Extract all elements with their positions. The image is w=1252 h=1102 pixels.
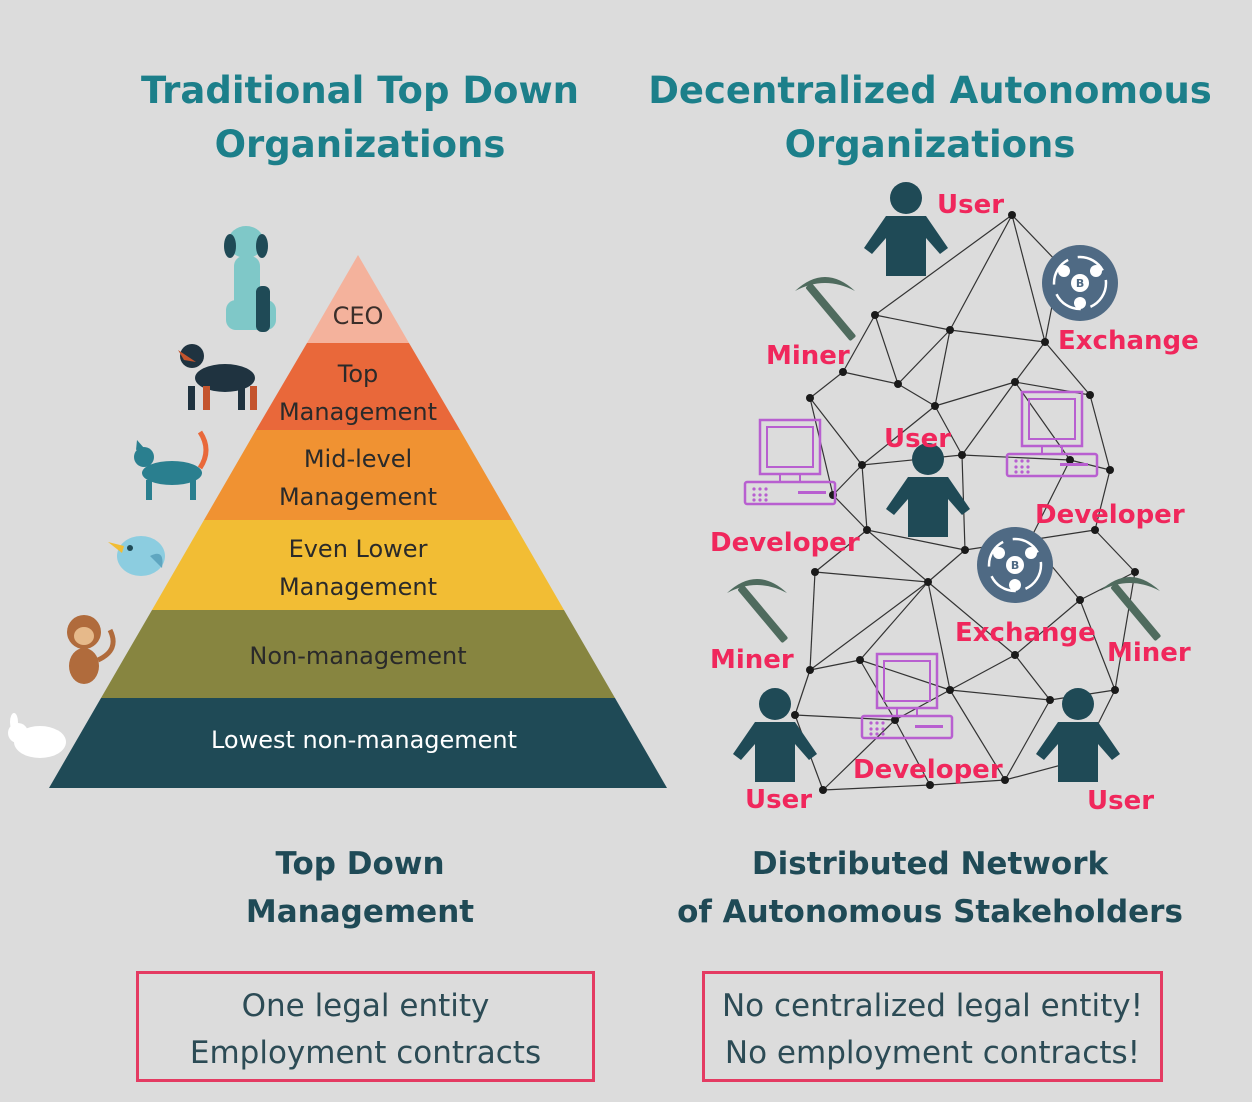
left-note-line2: Employment contracts <box>189 1035 542 1071</box>
label-developer-right: Developer <box>1035 500 1185 530</box>
pyramid-level-mid-level <box>204 430 512 520</box>
rabbit-icon <box>8 713 66 758</box>
exchange-icon-top <box>1040 243 1120 323</box>
right-note-line2: No employment contracts! <box>724 1035 1141 1071</box>
left-title-line1: Traditional Top Down <box>141 69 579 112</box>
rottweiler-icon <box>178 344 257 410</box>
left-note-line1: One legal entity <box>241 988 490 1024</box>
left-title: Traditional Top Down Organizations <box>80 64 640 172</box>
left-caption-line1: Top Down <box>275 846 445 882</box>
user-icon-center <box>886 443 970 537</box>
label-user-bottom-right: User <box>1087 786 1154 816</box>
bird-icon <box>108 536 165 576</box>
label-exchange-top: Exchange <box>1058 326 1199 356</box>
label-miner-top: Miner <box>766 341 850 371</box>
left-title-line2: Organizations <box>214 123 506 166</box>
dog-icon <box>224 226 276 332</box>
level-label-ceo: CEO <box>333 302 384 330</box>
right-caption-line2: of Autonomous Stakeholders <box>677 894 1183 930</box>
left-caption: Top Down Management <box>100 840 620 936</box>
user-icon-top <box>864 182 948 276</box>
right-title-line2: Organizations <box>784 123 1076 166</box>
label-miner-right: Miner <box>1107 638 1191 668</box>
pyramid-level-ceo <box>307 255 409 343</box>
level-label-top-1: Top <box>337 360 379 388</box>
computer-icon-left <box>743 418 837 506</box>
left-caption-line2: Management <box>245 894 475 930</box>
label-user-bottom-left: User <box>745 785 812 815</box>
pyramid-level-non-management <box>101 610 615 698</box>
level-label-lower-2: Management <box>279 573 437 601</box>
pyramid-level-lowest <box>49 698 667 788</box>
level-label-non-management: Non-management <box>249 642 466 670</box>
level-label-lowest: Lowest non-management <box>211 726 517 754</box>
pyramid-level-even-lower <box>152 520 564 610</box>
pyramid: CEO Top Management Mid-level Management … <box>49 255 667 788</box>
user-icon-bottom-left <box>733 688 817 782</box>
label-developer-bottom: Developer <box>853 755 1003 785</box>
cat-icon <box>134 430 209 500</box>
left-note-box: One legal entity Employment contracts <box>136 971 595 1082</box>
pyramid-level-top-management <box>256 343 460 430</box>
pickaxe-icon-right <box>1100 577 1162 642</box>
monkey-icon <box>67 615 116 684</box>
level-label-mid-1: Mid-level <box>304 445 412 473</box>
right-caption: Distributed Network of Autonomous Stakeh… <box>640 840 1220 936</box>
label-miner-left: Miner <box>710 645 794 675</box>
label-user-center: User <box>884 424 951 454</box>
level-label-mid-2: Management <box>279 483 437 511</box>
right-title: Decentralized Autonomous Organizations <box>640 64 1220 172</box>
right-note-box: No centralized legal entity! No employme… <box>702 971 1163 1082</box>
pickaxe-icon-left <box>727 579 789 644</box>
level-label-lower-1: Even Lower <box>289 535 428 563</box>
label-developer-left: Developer <box>710 528 860 558</box>
pickaxe-icon-top <box>795 277 857 342</box>
right-note-line1: No centralized legal entity! <box>721 988 1143 1024</box>
label-user-top: User <box>937 190 1004 220</box>
right-title-line1: Decentralized Autonomous <box>648 69 1212 112</box>
right-caption-line1: Distributed Network <box>751 846 1109 882</box>
level-label-top-2: Management <box>279 398 437 426</box>
exchange-icon-center <box>975 525 1055 605</box>
network-mesh <box>794 214 1136 791</box>
label-exchange-center: Exchange <box>955 618 1096 648</box>
